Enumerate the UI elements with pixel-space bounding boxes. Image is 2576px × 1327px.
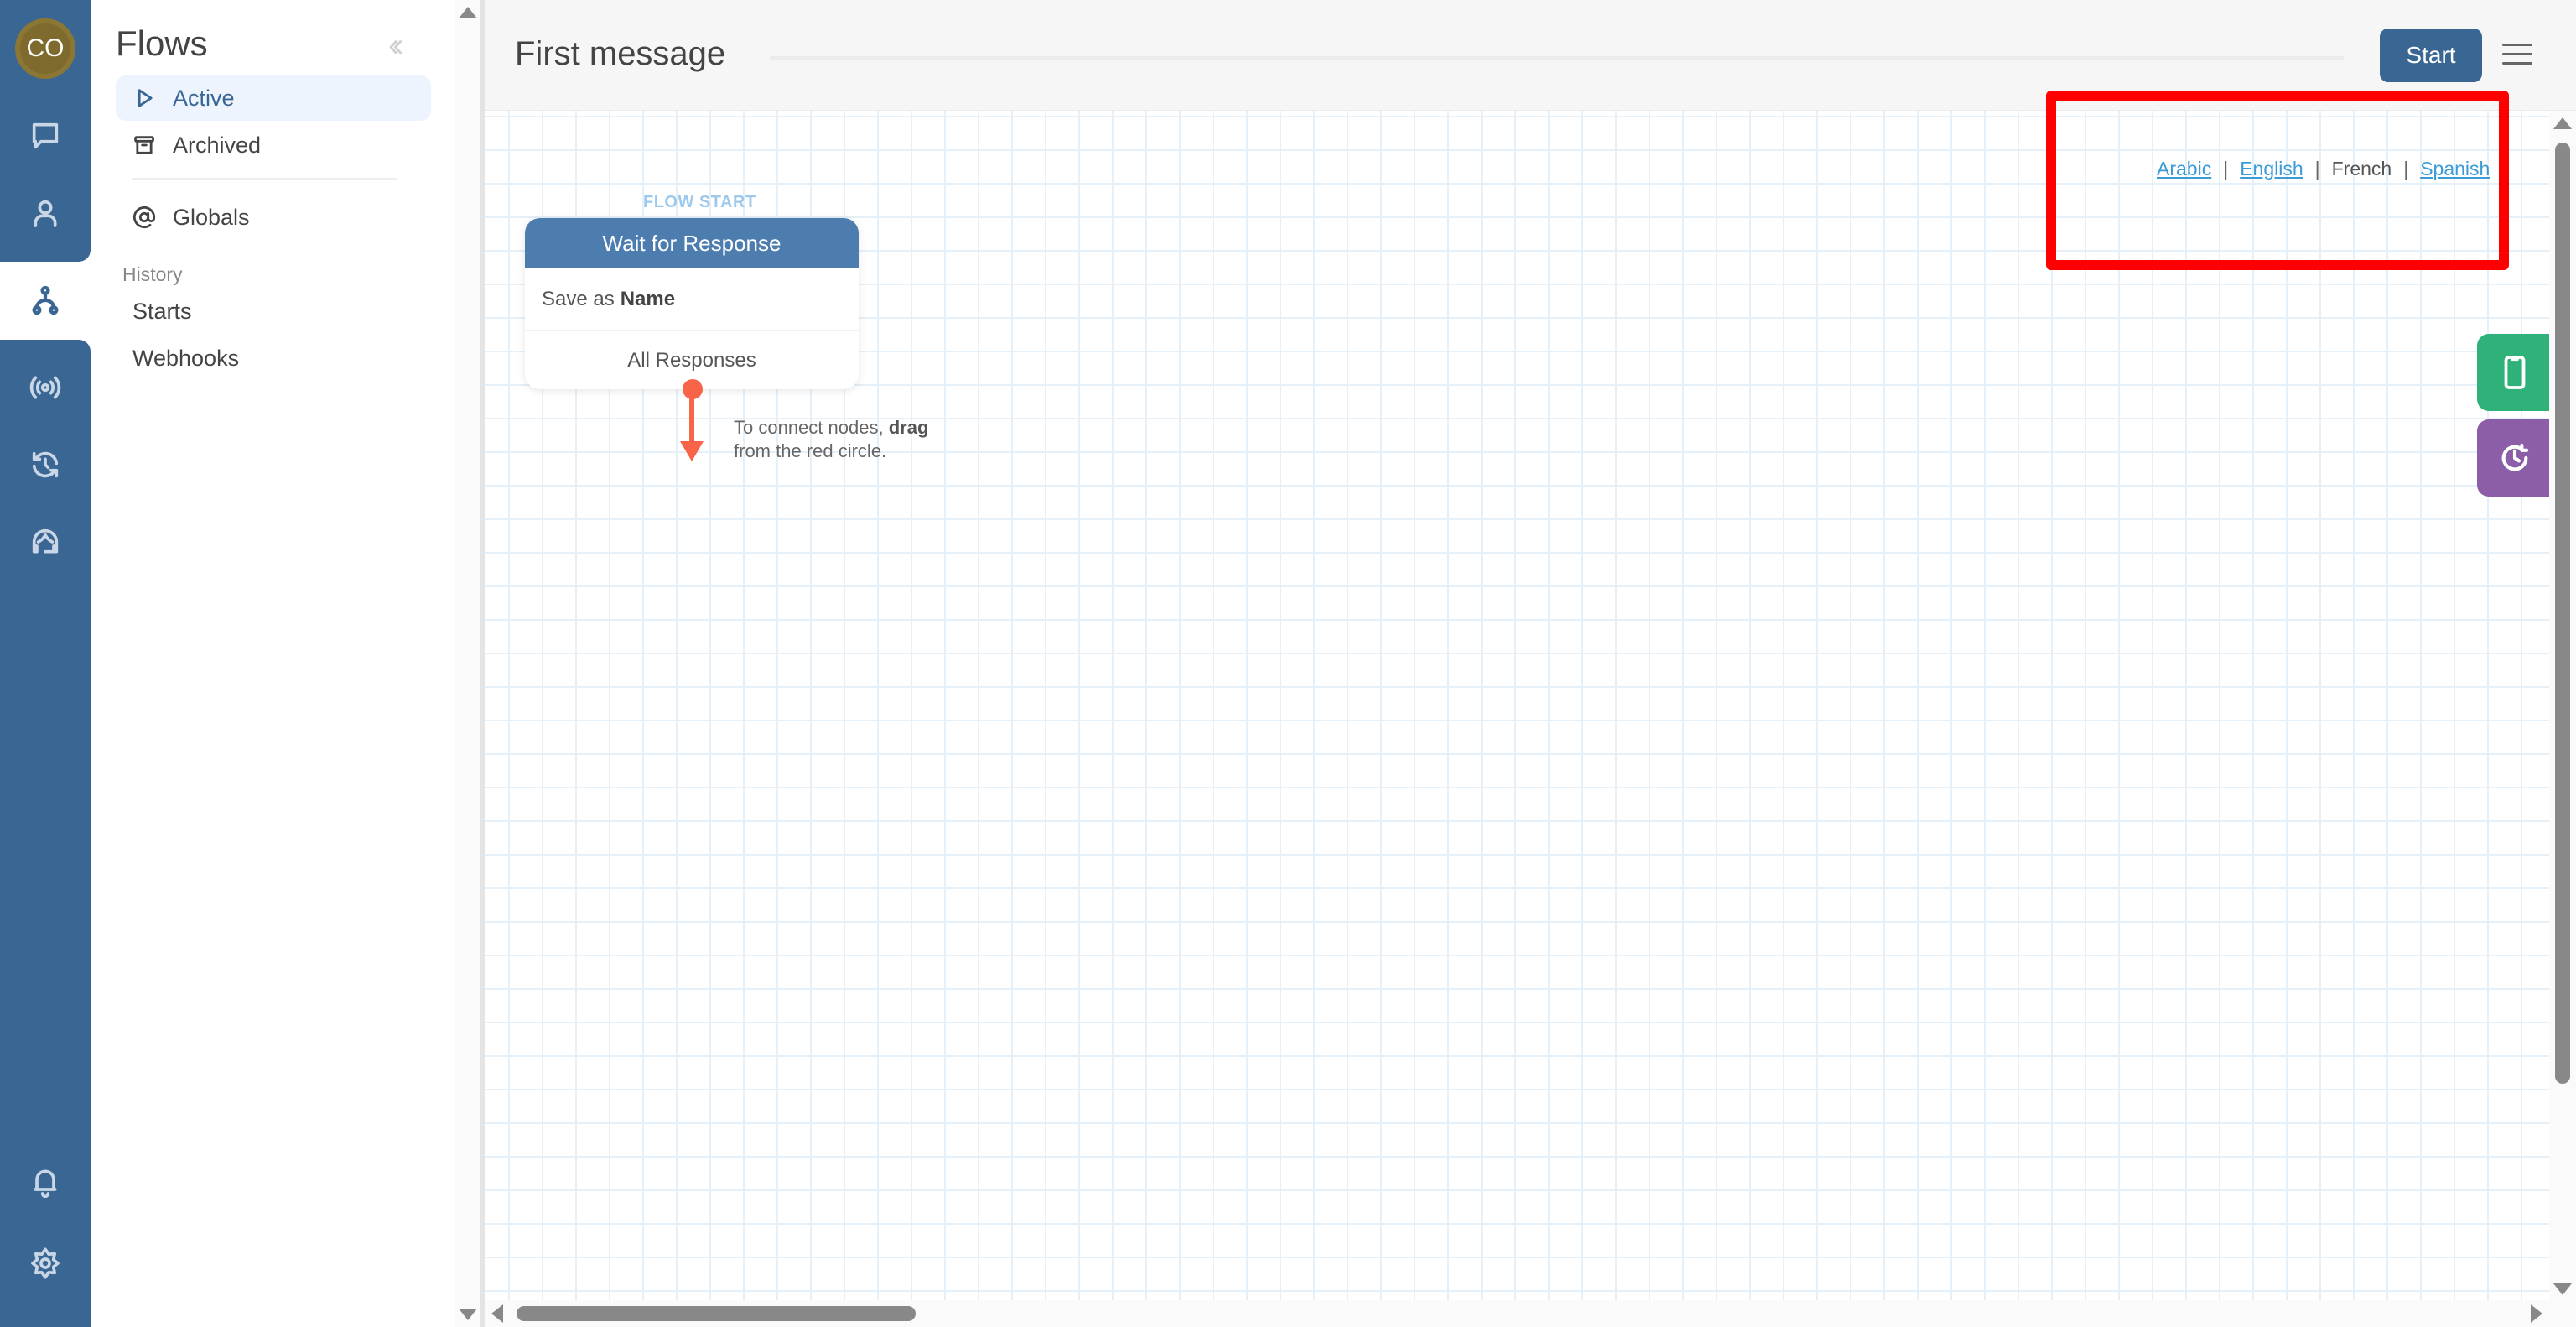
broadcast-icon (29, 376, 61, 399)
sidebar-item-label: Active (173, 85, 235, 111)
bell-icon (34, 1169, 57, 1198)
avatar[interactable]: CO (15, 18, 75, 79)
simulator-button[interactable] (2477, 334, 2553, 411)
clock-refresh-icon (32, 451, 59, 478)
revisions-button[interactable] (2477, 419, 2553, 497)
canvas-scroll-down-icon[interactable] (2553, 1283, 2572, 1295)
flow-tree-icon (32, 285, 59, 315)
canvas-vertical-scroll-thumb[interactable] (2555, 143, 2570, 1084)
sidebar-item-active[interactable]: Active (116, 75, 431, 121)
sidebar-item-starts[interactable]: Starts (132, 299, 192, 324)
sidebar-scrollbar[interactable] (455, 0, 480, 1327)
save-as-variable: Name (620, 287, 676, 310)
canvas-scroll-up-icon[interactable] (2553, 117, 2572, 129)
canvas-scroll-left-icon[interactable] (491, 1304, 503, 1323)
rail-item-flows[interactable] (0, 262, 91, 339)
sidebar-item-webhooks[interactable]: Webhooks (132, 346, 240, 371)
rail-item-triggers[interactable] (0, 426, 91, 503)
clock-history-icon (2501, 443, 2529, 471)
flow-node-wait-for-response[interactable]: Wait for Response Save as Name All Respo… (525, 218, 859, 389)
sidebar-title: Flows (116, 23, 208, 63)
nav-rail: CO (0, 0, 91, 1327)
node-exit-all-responses: All Responses (627, 348, 756, 372)
sidebar-item-label: Archived (173, 132, 262, 158)
arrow-down-icon (680, 441, 704, 461)
language-arabic[interactable]: Arabic (2157, 158, 2212, 180)
archive-box-icon (132, 133, 156, 157)
editor-header: First message Start (485, 0, 2576, 111)
sidebar-item-archived[interactable]: Archived (116, 122, 431, 168)
save-as-prefix: Save as (542, 287, 615, 310)
node-save-as[interactable]: Save as Name (525, 268, 859, 331)
rail-item-notifications[interactable] (0, 1142, 91, 1220)
rail-item-settings[interactable] (0, 1225, 91, 1302)
at-sign-icon (132, 206, 156, 229)
language-english[interactable]: English (2240, 158, 2303, 180)
chat-bubble-icon (32, 122, 59, 149)
rail-item-broadcast[interactable] (0, 349, 91, 426)
canvas-scroll-right-icon[interactable] (2531, 1304, 2542, 1323)
sidebar-item-globals[interactable]: Globals (116, 195, 431, 240)
start-button[interactable]: Start (2380, 29, 2482, 82)
headset-agent-icon (32, 528, 59, 554)
play-outline-icon (132, 86, 156, 110)
sidebar-scroll-up-icon[interactable] (459, 7, 477, 18)
flow-start-label: FLOW START (643, 193, 756, 211)
history-section-label: History (122, 263, 183, 285)
flow-title[interactable]: First message (515, 35, 726, 72)
flows-sidebar: Flows ‹‹ Active Archived Globals History… (91, 0, 455, 1327)
canvas-horizontal-scroll-thumb[interactable] (517, 1306, 916, 1321)
panel-resize-divider[interactable] (480, 0, 485, 1327)
phone-icon (2504, 356, 2526, 389)
sidebar-item-label: Globals (173, 204, 250, 230)
connect-hint: To connect nodes, drag from the red circ… (734, 417, 929, 461)
gear-icon (31, 1247, 60, 1279)
rail-item-support[interactable] (0, 503, 91, 580)
language-spanish[interactable]: Spanish (2420, 158, 2490, 180)
double-chevron-left-icon[interactable]: ‹‹ (388, 27, 403, 64)
node-header[interactable]: Wait for Response (525, 218, 859, 268)
sidebar-scroll-down-icon[interactable] (459, 1309, 477, 1320)
sidebar-divider (132, 178, 397, 180)
language-selector: Arabic|English|French|Spanish (2157, 158, 2490, 180)
user-icon (34, 200, 57, 227)
header-divider-line (770, 56, 2344, 60)
hamburger-menu-icon[interactable] (2502, 44, 2532, 67)
rail-item-contacts[interactable] (0, 174, 91, 252)
exit-arrow-line (689, 394, 694, 445)
language-french-current: French (2331, 158, 2392, 180)
rail-item-chat[interactable] (0, 97, 91, 174)
